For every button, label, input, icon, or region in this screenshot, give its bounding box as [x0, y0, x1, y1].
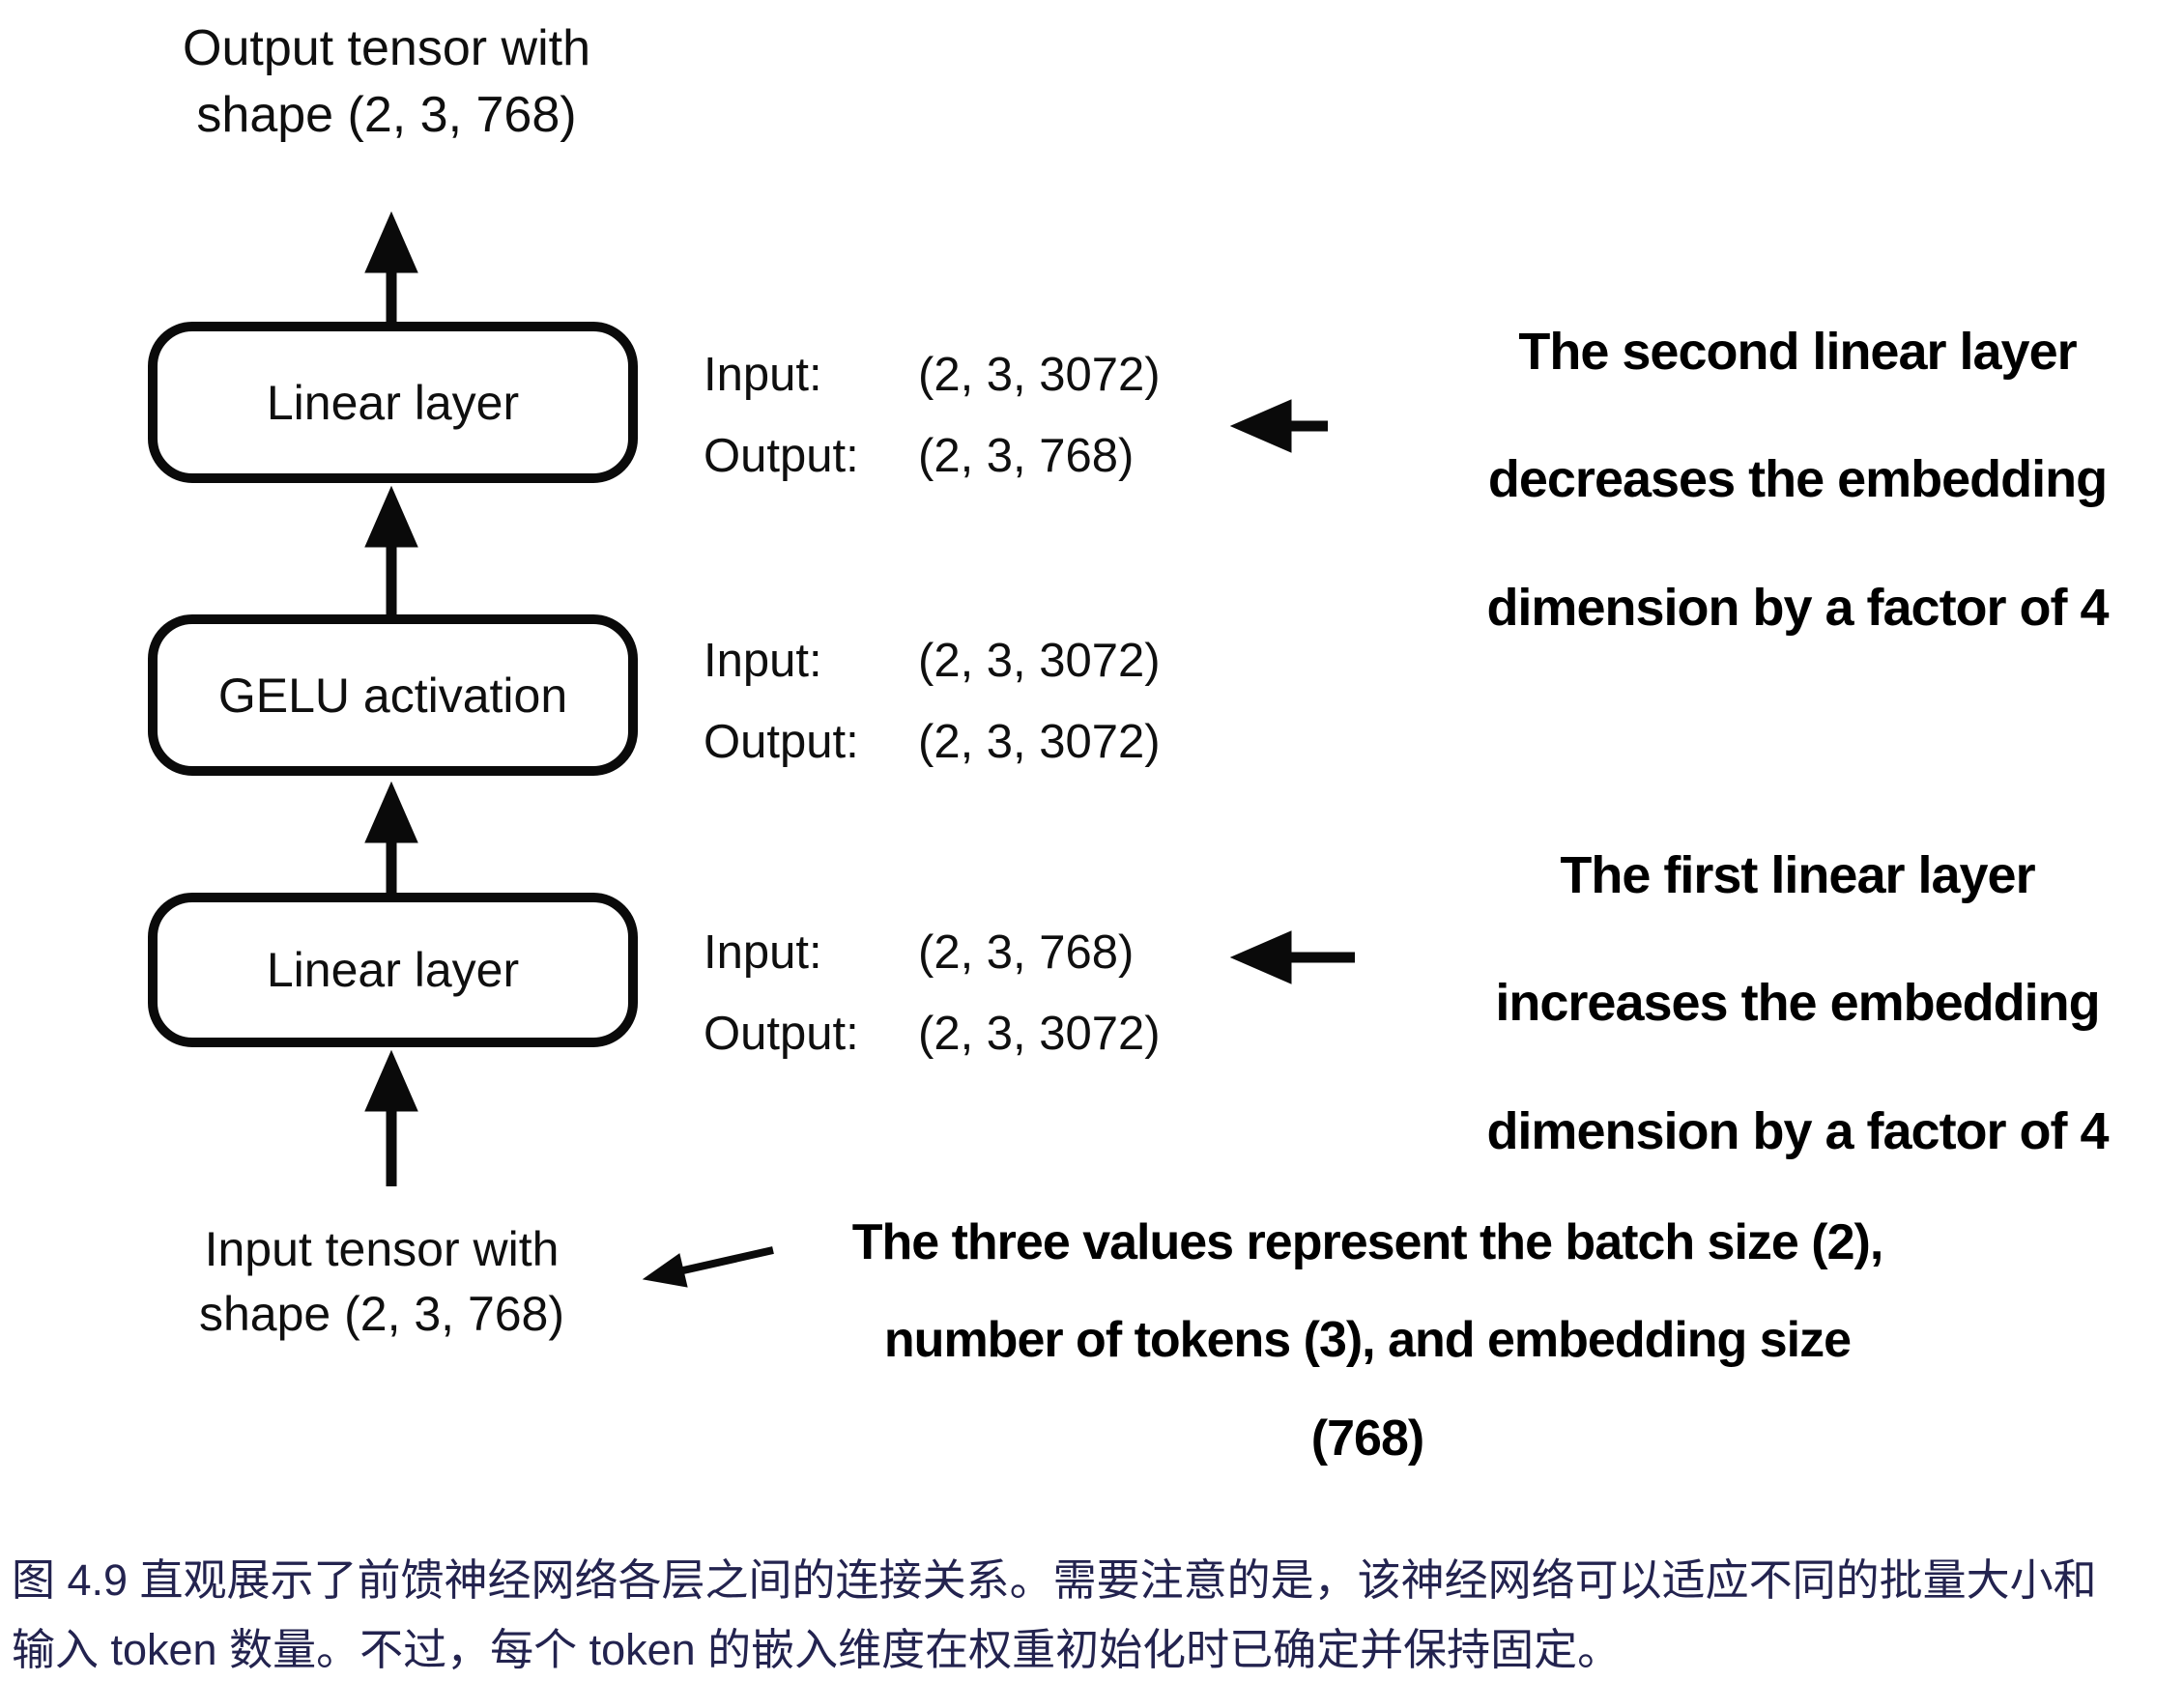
annotation-three-values: The three values represent the batch siz…	[792, 1194, 1942, 1488]
annotation-line: The first linear layer	[1560, 846, 2035, 904]
output-shape-label: Output:	[704, 430, 859, 483]
annotation-line: The three values represent the batch siz…	[851, 1214, 1884, 1270]
annotation-first-linear: The first linear layer increases the emb…	[1440, 812, 2155, 1195]
linear-layer-box-top-label: Linear layer	[266, 375, 520, 430]
input-shape-value: (2, 3, 3072)	[918, 635, 1161, 687]
up-arrow-icon	[364, 781, 418, 893]
up-arrow-icon	[364, 1049, 418, 1186]
output-shape-label: Output:	[704, 716, 859, 769]
input-shape-value: (2, 3, 768)	[918, 926, 1135, 979]
linear-layer-box-top: Linear layer	[148, 322, 638, 483]
output-tensor-label-line1: Output tensor with	[183, 20, 590, 76]
up-arrow-icon	[364, 485, 418, 618]
output-shape-value: (2, 3, 3072)	[918, 716, 1161, 769]
shape-block-gelu: Input: (2, 3, 3072) Output: (2, 3, 3072)	[704, 620, 1161, 784]
output-shape-label: Output:	[704, 1008, 859, 1061]
annotation-line: dimension by a factor of 4	[1486, 1101, 2109, 1160]
input-shape-label: Input:	[704, 926, 822, 979]
annotation-line: dimension by a factor of 4	[1486, 578, 2109, 637]
linear-layer-box-bottom: Linear layer	[148, 893, 638, 1047]
annotation-line: number of tokens (3), and embedding size	[883, 1312, 1852, 1369]
input-shape-value: (2, 3, 3072)	[918, 349, 1161, 401]
left-arrow-icon	[1229, 930, 1355, 984]
output-tensor-label: Output tensor with shape (2, 3, 768)	[106, 15, 667, 148]
annotation-line: increases the embedding	[1495, 974, 2100, 1033]
figure-caption-line2: 输入 token 数量。不过，每个 token 的嵌入维度在权重初始化时已确定并…	[12, 1625, 1622, 1674]
shape-block-second-linear: Input: (2, 3, 3072) Output: (2, 3, 768)	[704, 334, 1161, 498]
output-shape-value: (2, 3, 3072)	[918, 1008, 1161, 1061]
figure-caption-line1: 图 4.9 直观展示了前馈神经网络各层之间的连接关系。需要注意的是，该神经网络可…	[12, 1555, 2097, 1605]
annotation-second-linear: The second linear layer decreases the em…	[1440, 288, 2155, 671]
output-shape-value: (2, 3, 768)	[918, 430, 1135, 483]
figure-caption: 图 4.9 直观展示了前馈神经网络各层之间的连接关系。需要注意的是，该神经网络可…	[12, 1546, 2176, 1681]
input-tensor-label-line2: shape (2, 3, 768)	[198, 1287, 565, 1341]
up-arrow-icon	[364, 211, 418, 322]
linear-layer-box-bottom-label: Linear layer	[266, 943, 520, 997]
shape-block-first-linear: Input: (2, 3, 768) Output: (2, 3, 3072)	[704, 912, 1161, 1075]
input-shape-label: Input:	[704, 635, 822, 687]
gelu-activation-box-label: GELU activation	[217, 668, 568, 723]
annotation-line: The second linear layer	[1518, 323, 2077, 381]
output-tensor-label-line2: shape (2, 3, 768)	[196, 86, 577, 143]
diagonal-arrow-icon	[642, 1246, 774, 1288]
input-tensor-label-line1: Input tensor with	[204, 1222, 560, 1276]
gelu-activation-box: GELU activation	[148, 614, 638, 776]
annotation-line: decreases the embedding	[1487, 450, 2108, 509]
left-arrow-icon	[1229, 399, 1328, 453]
input-shape-label: Input:	[704, 349, 822, 401]
annotation-line: (768)	[1310, 1410, 1424, 1467]
input-tensor-label: Input tensor with shape (2, 3, 768)	[135, 1217, 628, 1347]
